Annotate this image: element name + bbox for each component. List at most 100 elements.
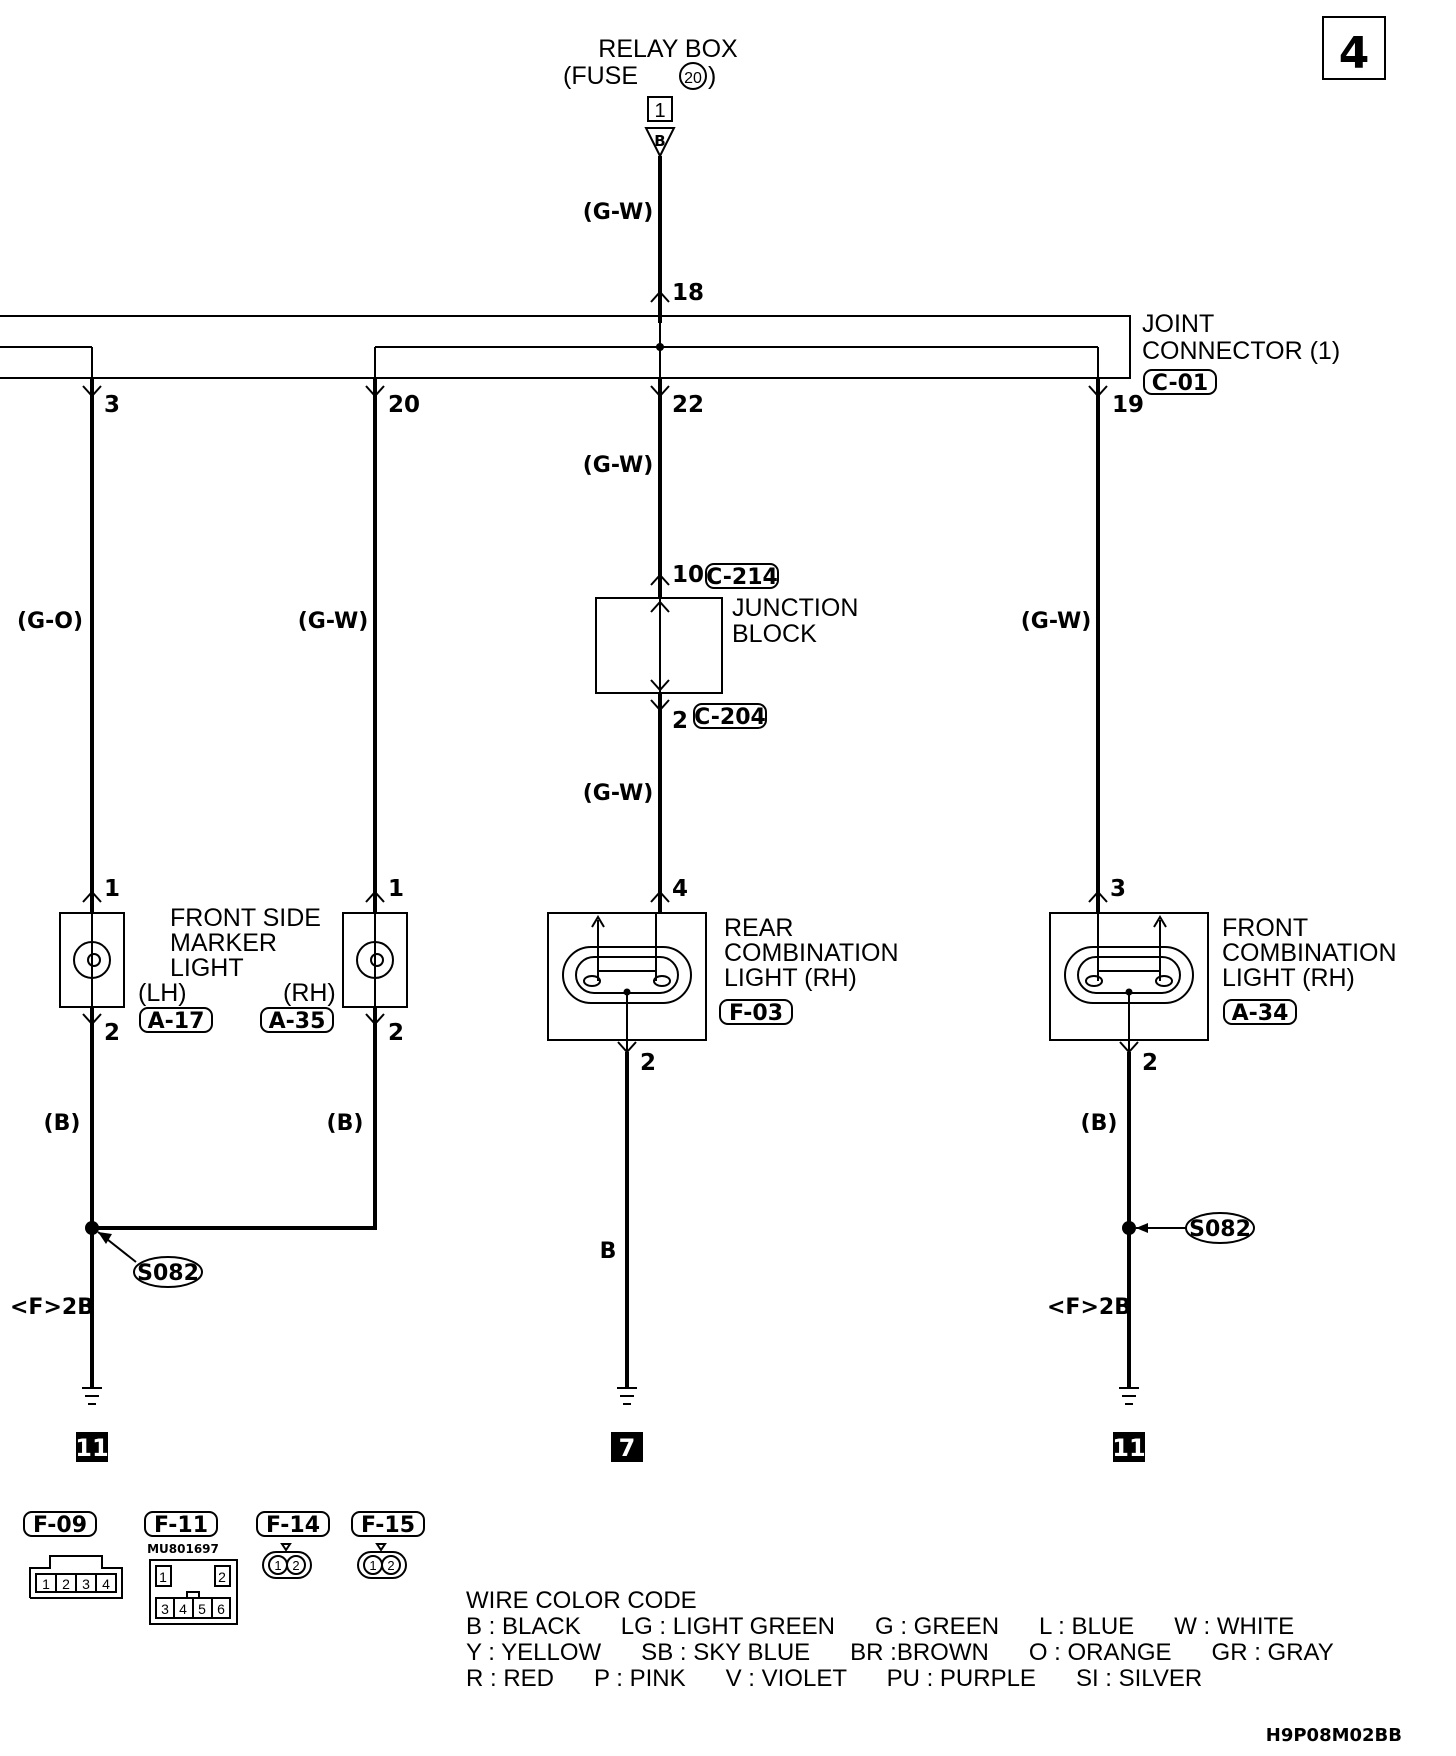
splice-label-right: S082 [1189,1217,1251,1242]
ground-id-middle: 7 [619,1434,636,1462]
connector-f-09: F-09 1 2 3 4 [23,1511,123,1599]
wire-color-lh: (G-O) [17,609,83,634]
pin-19: 19 [1112,392,1144,418]
joint-connector-code: C-01 [1152,371,1208,396]
legend-row-3: R : RED P : PINK V : VIOLET PU : PURPLE … [466,1665,1202,1692]
front-combo-label-1: FRONT [1222,914,1308,942]
wire-color-feed: (G-W) [583,200,654,225]
wire-color-legend: WIRE COLOR CODE B : BLACK LG : LIGHT GRE… [466,1587,1334,1692]
relay-box-fuse-suffix: ) [708,62,716,90]
joint-connector-label-2: CONNECTOR (1) [1142,337,1340,365]
jb-code-bottom: C-204 [694,705,766,730]
connector-f-09-code: F-09 [33,1513,87,1538]
marker-light-label-2: MARKER [170,929,277,957]
pin-jb-in: 10 [672,562,704,588]
f-11-pin-1: 1 [159,1569,167,1585]
pin-3: 3 [104,392,120,418]
rh-marker-lamp [342,912,408,1008]
marker-light-lh: (LH) [138,979,187,1007]
diagram-code: H9P08M02BB [1266,1725,1402,1746]
front-combo-label-2: COMBINATION [1222,939,1397,967]
f-15-pin-2: 2 [387,1558,394,1573]
legend-row-1: B : BLACK LG : LIGHT GREEN G : GREEN L :… [466,1613,1294,1640]
connector-f-11-code: F-11 [154,1513,208,1538]
pin-18: 18 [672,280,704,306]
junction-block [595,597,723,694]
marker-light-label-3: LIGHT [170,954,244,982]
ground-symbol-left [82,1387,102,1405]
pin-rh-top: 1 [388,876,404,902]
front-combination-lamp [1049,912,1209,1055]
marker-light-rh: (RH) [283,979,336,1007]
relay-box-label: RELAY BOX [598,35,738,63]
connector-f-14: F-14 1 2 [256,1511,330,1579]
relay-box: RELAY BOX (FUSE 20 ) 1 B [563,35,738,159]
rear-combination-lamp [547,912,707,1055]
f-15-pin-1: 1 [369,1558,376,1573]
page-number: 4 [1339,28,1370,79]
relay-box-fuse-prefix: (FUSE [563,62,638,90]
f-14-pin-1: 1 [274,1558,281,1573]
rear-combo-label-2: COMBINATION [724,939,899,967]
junction-block-label-2: BLOCK [732,620,817,648]
legend-row-2: Y : YELLOW SB : SKY BLUE BR :BROWN O : O… [466,1639,1334,1666]
wire-color-center-lower: (G-W) [583,781,654,806]
wire-color-center-upper: (G-W) [583,453,654,478]
relay-box-pin: 1 [654,100,665,122]
f-11-pin-3: 3 [161,1601,169,1617]
page-number-box: 4 [1322,16,1386,80]
f-11-pin-2: 2 [218,1569,226,1585]
ground-symbol-right [1119,1387,1139,1405]
ground-id-right: 11 [1112,1434,1145,1462]
marker-light-label-1: FRONT SIDE [170,904,321,932]
junction-block-label-1: JUNCTION [732,594,858,622]
pin-rear-top: 4 [672,876,688,902]
splice-point-right [1122,1221,1136,1235]
lh-marker-lamp [59,912,125,1008]
wire-color-rear-ground: B [600,1239,617,1264]
wire-color-front: (G-W) [1021,609,1092,634]
pin-lh-top: 1 [104,876,120,902]
splice-point-left [85,1221,99,1235]
ground-symbol-middle [617,1387,637,1405]
pin-rh-bot: 2 [388,1020,404,1046]
ground-id-left: 11 [75,1434,108,1462]
relay-box-arrow-label: B [654,132,665,150]
pin-jb-out: 2 [672,708,688,734]
f-09-pin-3: 3 [82,1576,90,1592]
ground-ref-right: <F>2B [1047,1295,1131,1320]
rear-combo-label-1: REAR [724,914,793,942]
front-combo-code: A-34 [1232,1001,1289,1026]
marker-light-code-rh: A-35 [269,1009,326,1034]
front-combo-label-3: LIGHT (RH) [1222,964,1355,992]
connector-f-11-part: MU801697 [147,1542,219,1556]
wire-color-front-ground: (B) [1081,1111,1118,1136]
f-11-pin-6: 6 [217,1601,225,1617]
legend-title: WIRE COLOR CODE [466,1587,697,1614]
f-09-pin-2: 2 [62,1576,70,1592]
splice-label-left: S082 [137,1261,199,1286]
f-11-pin-4: 4 [179,1601,187,1617]
connector-f-15-code: F-15 [361,1513,415,1538]
joint-connector: JOINT CONNECTOR (1) C-01 [0,310,1340,396]
marker-light-code-lh: A-17 [148,1009,205,1034]
f-14-pin-2: 2 [292,1558,299,1573]
wire-color-lh-ground: (B) [44,1111,81,1136]
connector-f-11: F-11 MU801697 1 2 3 4 5 6 [144,1511,238,1625]
f-11-pin-5: 5 [198,1601,206,1617]
rear-combo-code: F-03 [729,1001,783,1026]
wire-color-rh: (G-W) [298,609,369,634]
pin-20: 20 [388,392,420,418]
connector-f-15: F-15 1 2 [351,1511,425,1579]
joint-connector-label-1: JOINT [1142,310,1214,338]
rear-combo-label-3: LIGHT (RH) [724,964,857,992]
connector-f-14-code: F-14 [266,1513,320,1538]
ground-ref-left: <F>2B [10,1295,94,1320]
f-09-pin-1: 1 [42,1576,50,1592]
wire-color-rh-ground: (B) [327,1111,364,1136]
jb-code-top: C-214 [706,565,778,590]
pin-front-top: 3 [1110,876,1126,902]
f-09-pin-4: 4 [102,1576,110,1592]
pin-lh-bot: 2 [104,1020,120,1046]
